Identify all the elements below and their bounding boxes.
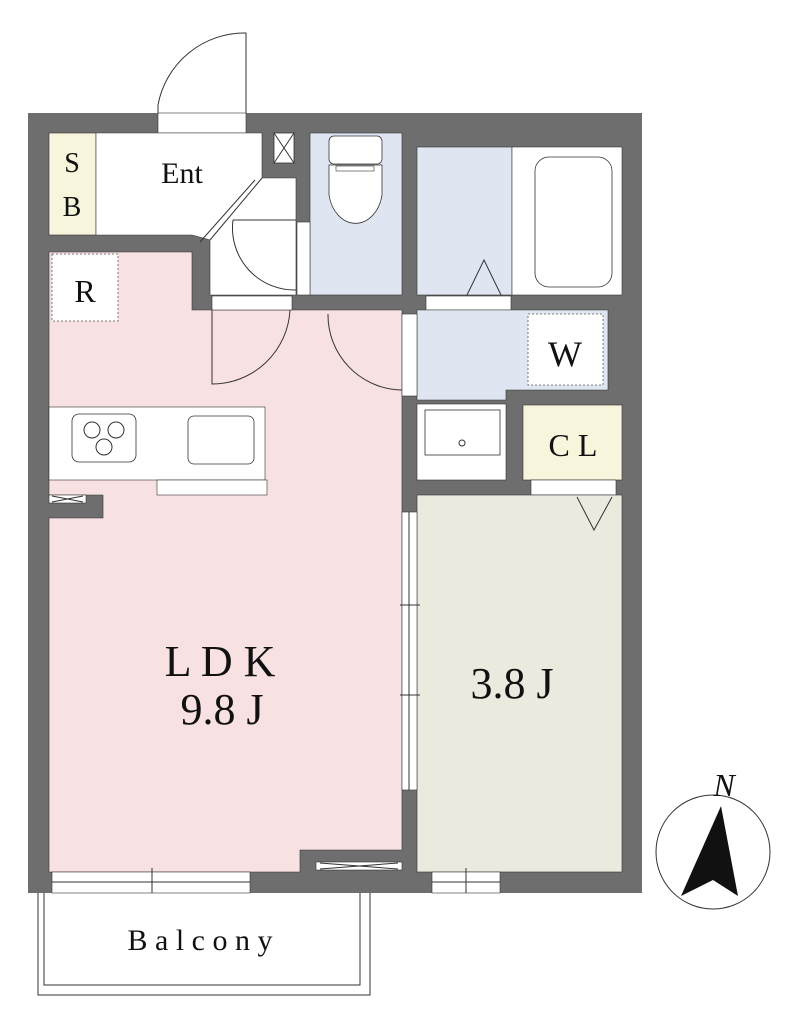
entrance-door xyxy=(157,32,247,113)
ldk-label: L D K xyxy=(165,637,276,686)
washer-label: W xyxy=(548,334,582,374)
closet-label: C L xyxy=(549,427,598,463)
balcony-label: B a l c o n y xyxy=(128,924,273,957)
stove-icon xyxy=(71,413,137,463)
bathtub-icon xyxy=(534,156,613,288)
refrigerator-label: R xyxy=(74,273,96,309)
entrance-label: Ent xyxy=(161,157,203,190)
bathroom xyxy=(416,146,513,296)
ldk-size: 9.8 J xyxy=(180,685,263,734)
entrance-area xyxy=(95,132,297,296)
refrigerator-space xyxy=(51,253,119,322)
bedroom xyxy=(416,494,623,873)
ldk-room xyxy=(48,251,403,873)
ldk-door-swing xyxy=(211,309,291,385)
shoe-box-label-b: B xyxy=(63,192,82,223)
shoe-box xyxy=(48,132,97,236)
north-compass-icon: N xyxy=(655,767,771,910)
entrance-door-opening xyxy=(157,112,247,134)
folding-door-icon xyxy=(466,258,502,296)
balcony xyxy=(37,893,371,996)
washroom-door-swing xyxy=(327,313,403,391)
hall-door-swing xyxy=(232,219,297,291)
bedroom-size: 3.8 J xyxy=(470,659,553,708)
compass-north-label: N xyxy=(712,767,736,803)
closet xyxy=(522,404,623,481)
shoe-box-label-s: S xyxy=(64,148,80,179)
washer-space xyxy=(527,313,604,386)
toilet-icon xyxy=(328,135,383,224)
closet-door-icon xyxy=(576,496,613,532)
kitchen-sink-icon xyxy=(187,415,255,465)
